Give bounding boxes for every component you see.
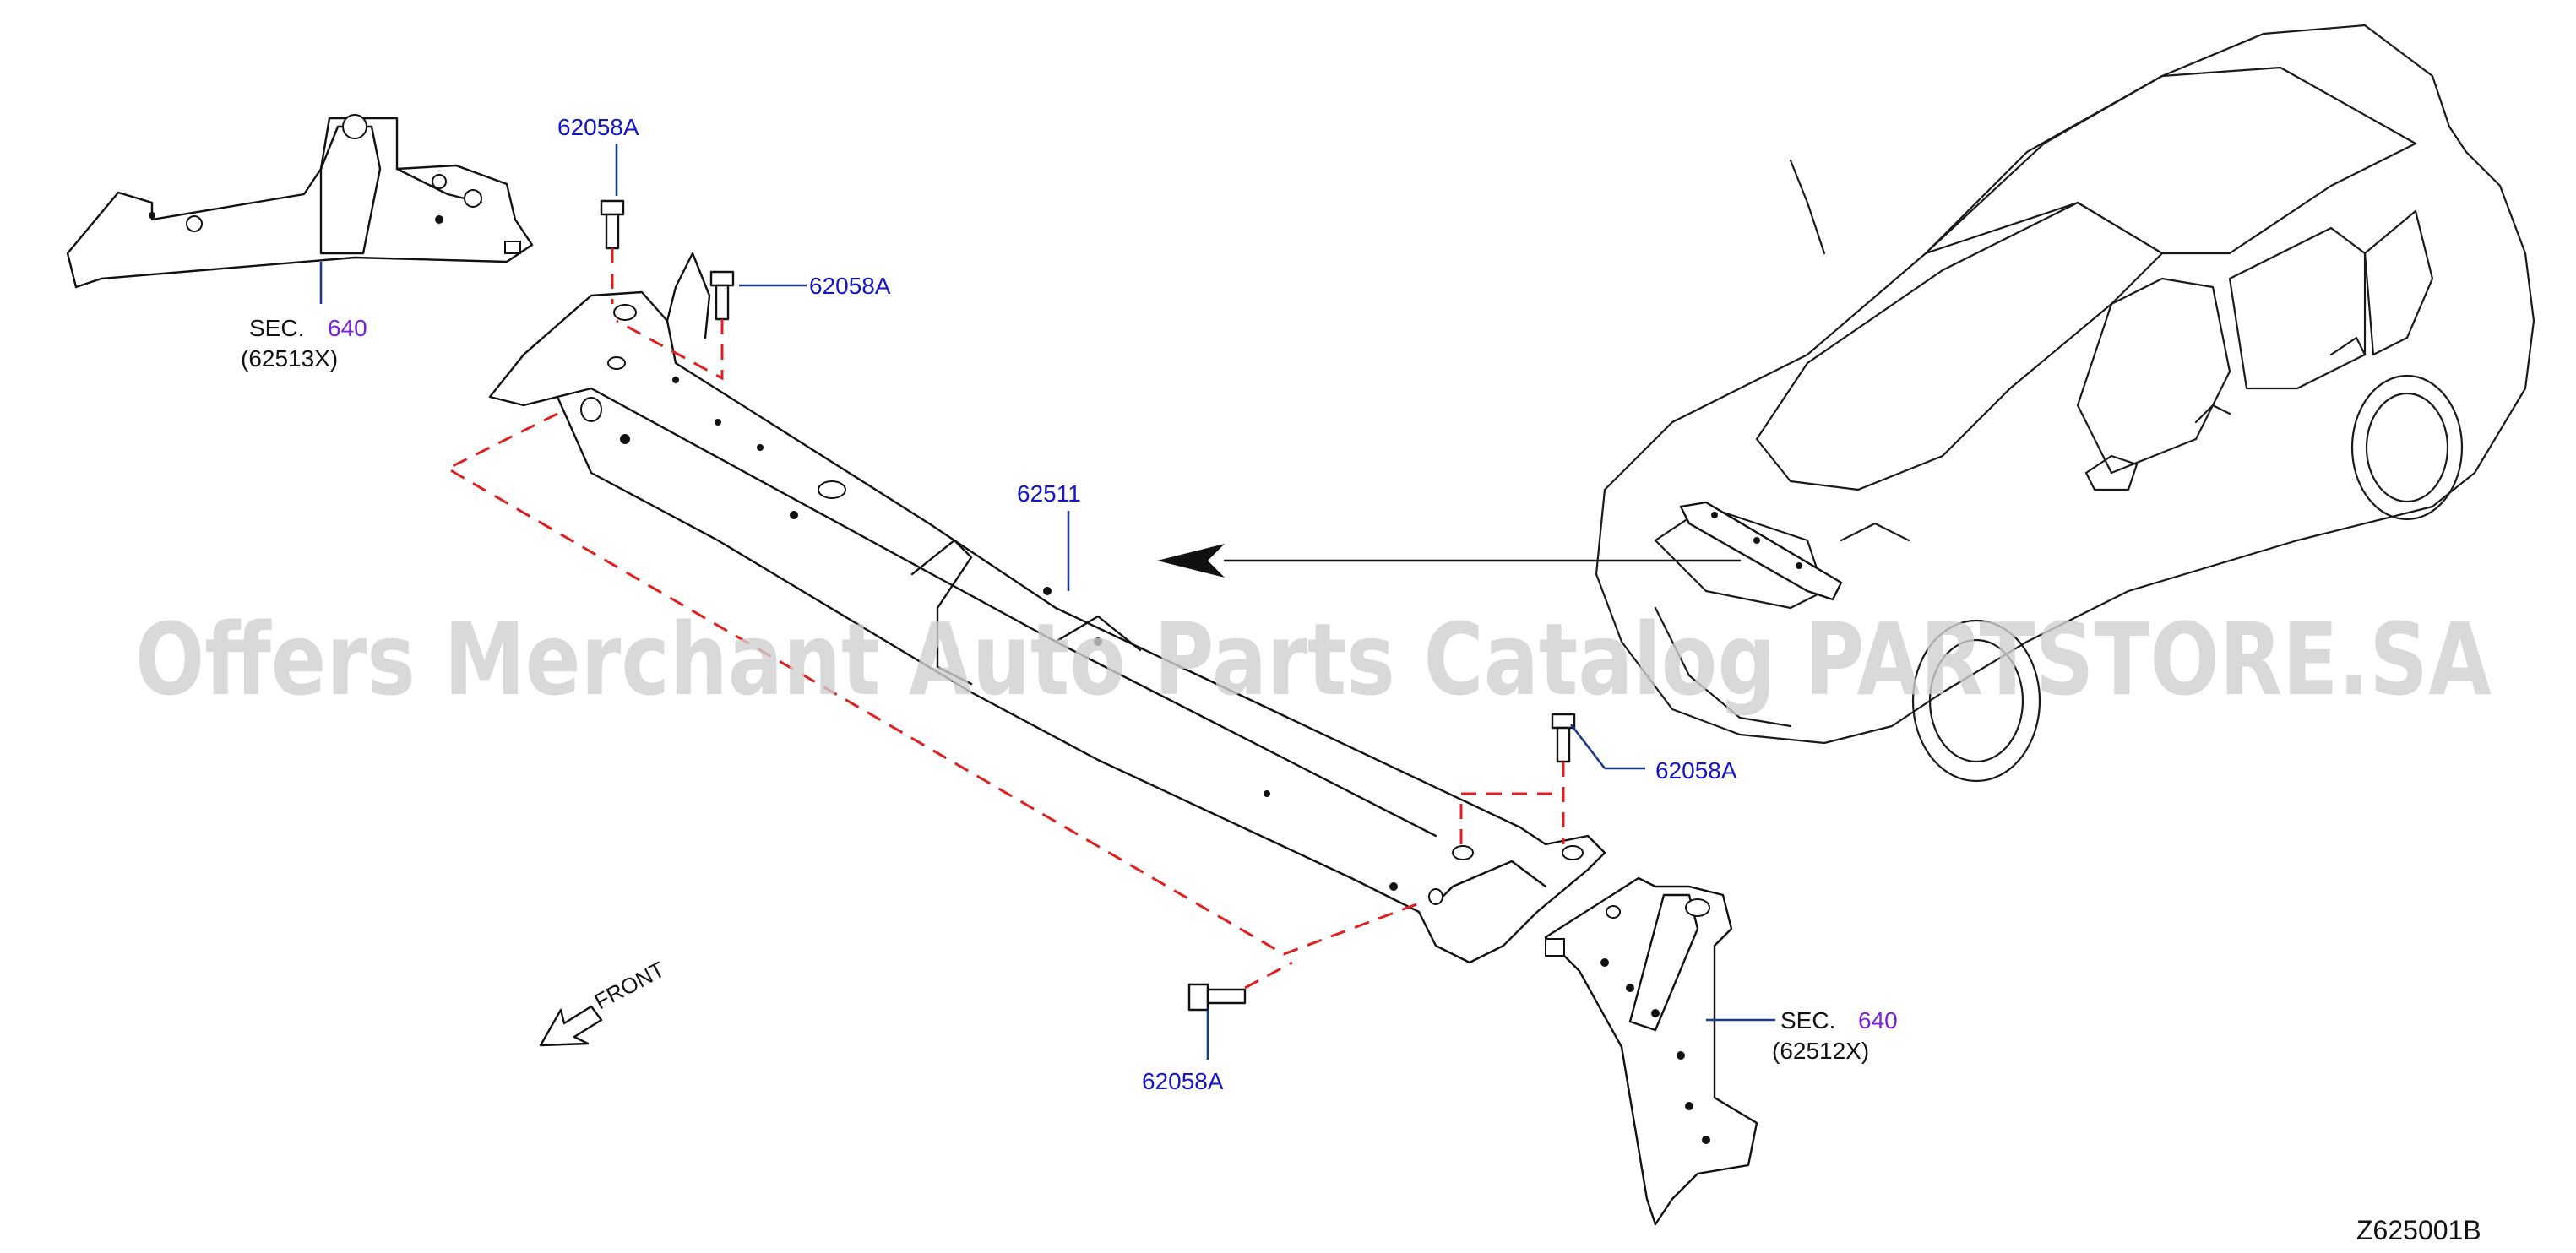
bolt-bottom[interactable] — [1187, 983, 1247, 1012]
front-label: FRONT — [590, 957, 669, 1015]
main-member-62511[interactable] — [488, 252, 1606, 964]
right-side-member[interactable] — [1544, 876, 1758, 1226]
callout-main-member[interactable]: 62511 — [1017, 480, 1081, 507]
callout-bolt-bottom[interactable]: 62058A — [1142, 1068, 1224, 1094]
section-ref-left-label: SEC. — [249, 315, 304, 341]
callout-bolt-right[interactable]: 62058A — [1655, 757, 1737, 784]
front-direction-indicator: FRONT — [539, 957, 669, 1047]
section-ref-right[interactable]: SEC. 640 (62512X) — [1772, 1007, 1898, 1064]
vehicle-locator-illustration — [1595, 24, 2535, 783]
section-ref-left[interactable]: SEC. 640 (62513X) — [241, 315, 367, 372]
section-ref-right-label: SEC. — [1780, 1007, 1835, 1033]
left-side-member[interactable] — [66, 114, 534, 289]
callout-bolt-top-right[interactable]: 62058A — [809, 273, 891, 299]
bolt-right[interactable] — [1551, 713, 1576, 763]
section-ref-left-code: (62513X) — [241, 345, 338, 372]
diagram-code: Z625001B — [2356, 1215, 2481, 1245]
locator-arrow — [1157, 544, 1742, 578]
watermark-text: Offers Merchant Auto Parts Catalog PARTS… — [135, 601, 2492, 718]
callout-bolt-top-left[interactable]: 62058A — [557, 114, 639, 140]
section-ref-right-code: (62512X) — [1772, 1038, 1869, 1064]
leader-lines — [319, 144, 1775, 1060]
bolt-top-right[interactable] — [709, 270, 735, 321]
section-ref-right-number[interactable]: 640 — [1858, 1007, 1898, 1033]
section-ref-left-number[interactable]: 640 — [328, 315, 367, 341]
assembly-guides — [444, 248, 1565, 990]
bolt-top-left[interactable] — [600, 199, 625, 250]
